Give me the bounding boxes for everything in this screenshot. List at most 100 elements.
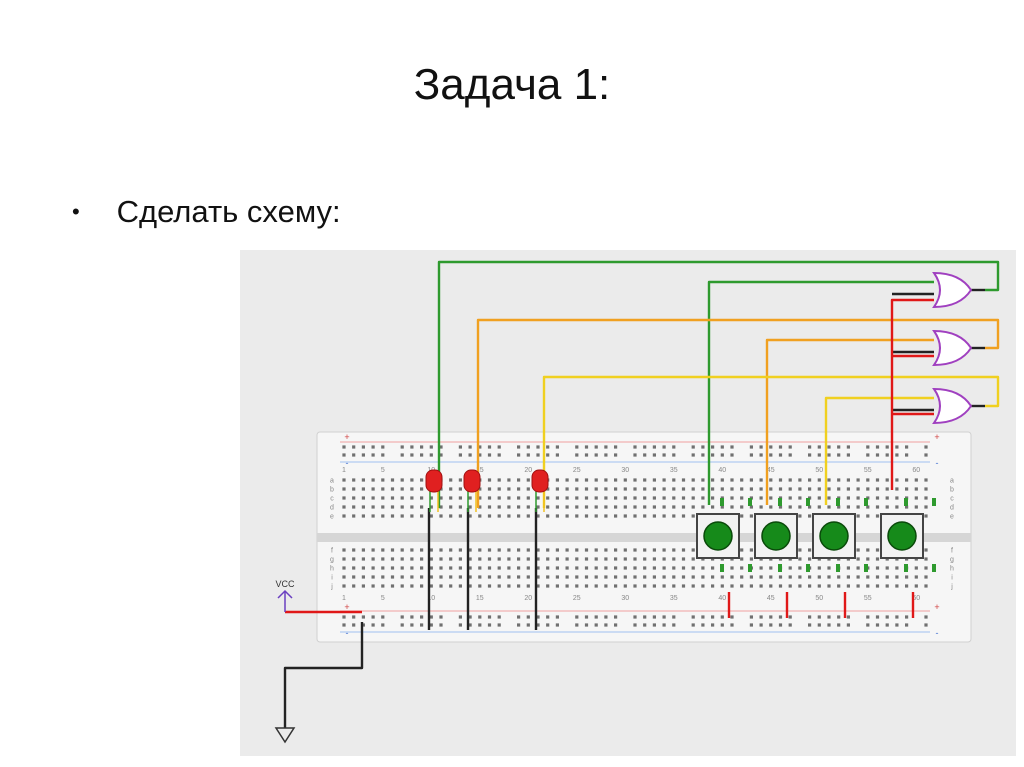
hole <box>691 566 695 570</box>
hole <box>672 478 676 482</box>
hole <box>342 615 346 619</box>
hole <box>526 623 530 627</box>
hole <box>759 445 763 449</box>
hole <box>827 575 831 579</box>
hole <box>691 548 695 552</box>
hole <box>769 445 773 449</box>
hole <box>643 575 647 579</box>
hole <box>526 487 530 491</box>
hole <box>837 623 841 627</box>
hole <box>875 445 880 449</box>
hole <box>866 623 870 627</box>
hole <box>468 548 472 552</box>
hole <box>594 445 598 449</box>
or-gate-3 <box>932 387 973 425</box>
hole <box>429 557 433 561</box>
hole <box>458 584 462 588</box>
hole <box>381 505 385 509</box>
hole <box>458 453 462 457</box>
hole <box>759 453 763 457</box>
hole <box>837 575 841 579</box>
hole <box>575 615 579 619</box>
column-number: 35 <box>670 595 678 602</box>
hole <box>866 505 870 509</box>
hole <box>555 615 559 619</box>
or-gates <box>932 271 973 425</box>
hole <box>769 584 773 588</box>
hole <box>400 505 404 509</box>
hole <box>604 445 608 449</box>
hole <box>643 487 647 491</box>
or-gate-2 <box>932 329 973 367</box>
hole <box>410 505 414 509</box>
hole <box>439 557 443 561</box>
hole <box>778 487 783 491</box>
hole <box>817 566 821 570</box>
hole <box>817 453 821 457</box>
hole <box>701 623 705 627</box>
hole <box>720 496 724 500</box>
button-pin <box>864 564 868 572</box>
hole <box>885 453 889 457</box>
hole <box>681 496 686 500</box>
hole <box>429 505 433 509</box>
hole <box>536 496 540 500</box>
hole <box>691 557 695 561</box>
hole <box>342 557 346 561</box>
hole <box>798 557 802 561</box>
hole <box>546 615 550 619</box>
hole <box>381 548 385 552</box>
hole <box>517 478 521 482</box>
hole <box>866 478 870 482</box>
hole <box>740 584 744 588</box>
hole <box>507 548 511 552</box>
button-cap <box>887 521 917 551</box>
hole <box>749 623 753 627</box>
hole <box>817 478 821 482</box>
hole <box>449 575 453 579</box>
hole <box>924 623 928 627</box>
hole <box>458 575 462 579</box>
hole <box>584 453 589 457</box>
hole <box>769 566 773 570</box>
hole <box>623 566 627 570</box>
hole <box>701 505 705 509</box>
hole <box>740 505 744 509</box>
hole <box>633 505 637 509</box>
hole <box>866 557 870 561</box>
hole <box>390 575 395 579</box>
hole <box>866 487 870 491</box>
hole <box>526 575 530 579</box>
hole <box>788 445 792 449</box>
button-2 <box>754 498 810 572</box>
hole <box>429 615 433 619</box>
hole <box>759 496 763 500</box>
button-pin <box>748 498 752 506</box>
hole <box>875 566 880 570</box>
hole <box>720 478 724 482</box>
circuit-diagram: 1155101015152020252530303535404045455050… <box>274 260 1000 744</box>
hole <box>497 496 501 500</box>
components <box>425 469 936 572</box>
hole <box>565 566 569 570</box>
hole <box>420 557 424 561</box>
hole <box>429 575 433 579</box>
hole <box>875 548 880 552</box>
hole <box>778 584 783 588</box>
hole <box>875 623 880 627</box>
hole <box>672 514 676 518</box>
hole <box>439 566 443 570</box>
hole <box>584 496 589 500</box>
hole <box>652 623 656 627</box>
or-gate-1 <box>932 271 973 309</box>
hole <box>352 478 356 482</box>
hole <box>652 557 656 561</box>
hole <box>536 575 540 579</box>
hole <box>681 514 686 518</box>
rail-sign: + <box>344 602 349 612</box>
hole <box>478 584 482 588</box>
column-number: 35 <box>670 467 678 474</box>
hole <box>759 487 763 491</box>
hole <box>497 575 501 579</box>
hole <box>400 514 404 518</box>
